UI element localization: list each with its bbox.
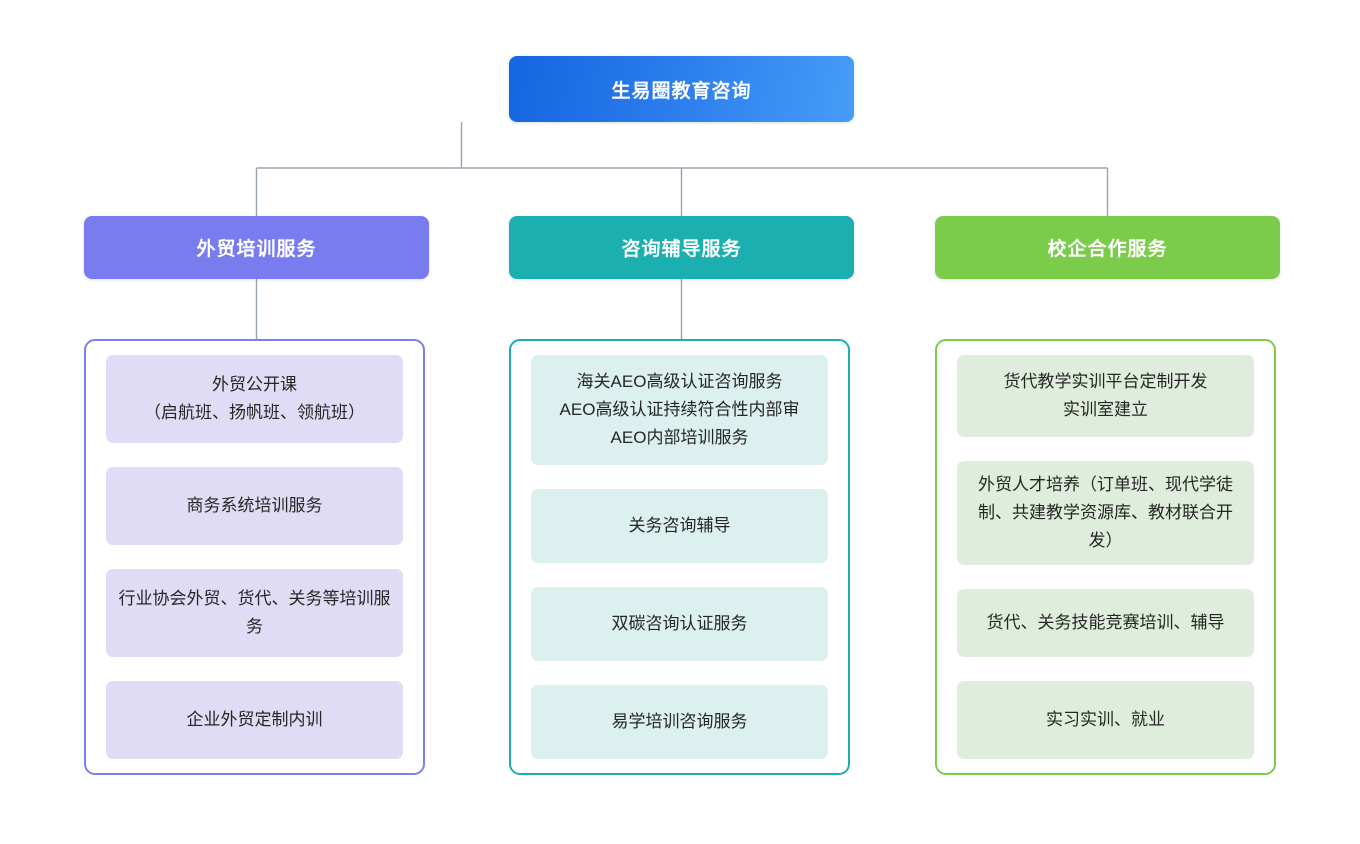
service-item[interactable]: 商务系统培训服务 <box>106 467 403 545</box>
panel-school-enterprise: 货代教学实训平台定制开发 实训室建立 外贸人才培养（订单班、现代学徒制、共建教学… <box>935 339 1276 775</box>
service-item[interactable]: 外贸公开课 （启航班、扬帆班、领航班） <box>106 355 403 443</box>
panel-foreign-trade-training: 外贸公开课 （启航班、扬帆班、领航班） 商务系统培训服务 行业协会外贸、货代、关… <box>84 339 425 775</box>
service-item[interactable]: 行业协会外贸、货代、关务等培训服务 <box>106 569 403 657</box>
service-item[interactable]: 货代、关务技能竞赛培训、辅导 <box>957 589 1254 657</box>
service-item[interactable]: 外贸人才培养（订单班、现代学徒制、共建教学资源库、教材联合开发） <box>957 461 1254 565</box>
service-item[interactable]: 关务咨询辅导 <box>531 489 828 563</box>
column-header-label: 校企合作服务 <box>1047 239 1168 260</box>
service-item[interactable]: 实习实训、就业 <box>957 681 1254 759</box>
service-item[interactable]: 海关AEO高级认证咨询服务 AEO高级认证持续符合性内部审 AEO内部培训服务 <box>531 355 828 465</box>
column-header-label: 外贸培训服务 <box>196 239 317 260</box>
column-header-label: 咨询辅导服务 <box>621 239 742 260</box>
service-item[interactable]: 双碳咨询认证服务 <box>531 587 828 661</box>
service-item[interactable]: 易学培训咨询服务 <box>531 685 828 759</box>
column-header-school-enterprise[interactable]: 校企合作服务 <box>935 216 1280 279</box>
root-node[interactable]: 生易圈教育咨询 <box>509 56 854 122</box>
root-node-label: 生易圈教育咨询 <box>611 80 752 102</box>
service-item[interactable]: 企业外贸定制内训 <box>106 681 403 759</box>
column-header-consulting-tutoring[interactable]: 咨询辅导服务 <box>509 216 854 279</box>
service-item[interactable]: 货代教学实训平台定制开发 实训室建立 <box>957 355 1254 437</box>
panel-consulting-tutoring: 海关AEO高级认证咨询服务 AEO高级认证持续符合性内部审 AEO内部培训服务 … <box>509 339 850 775</box>
column-header-foreign-trade-training[interactable]: 外贸培训服务 <box>84 216 429 279</box>
